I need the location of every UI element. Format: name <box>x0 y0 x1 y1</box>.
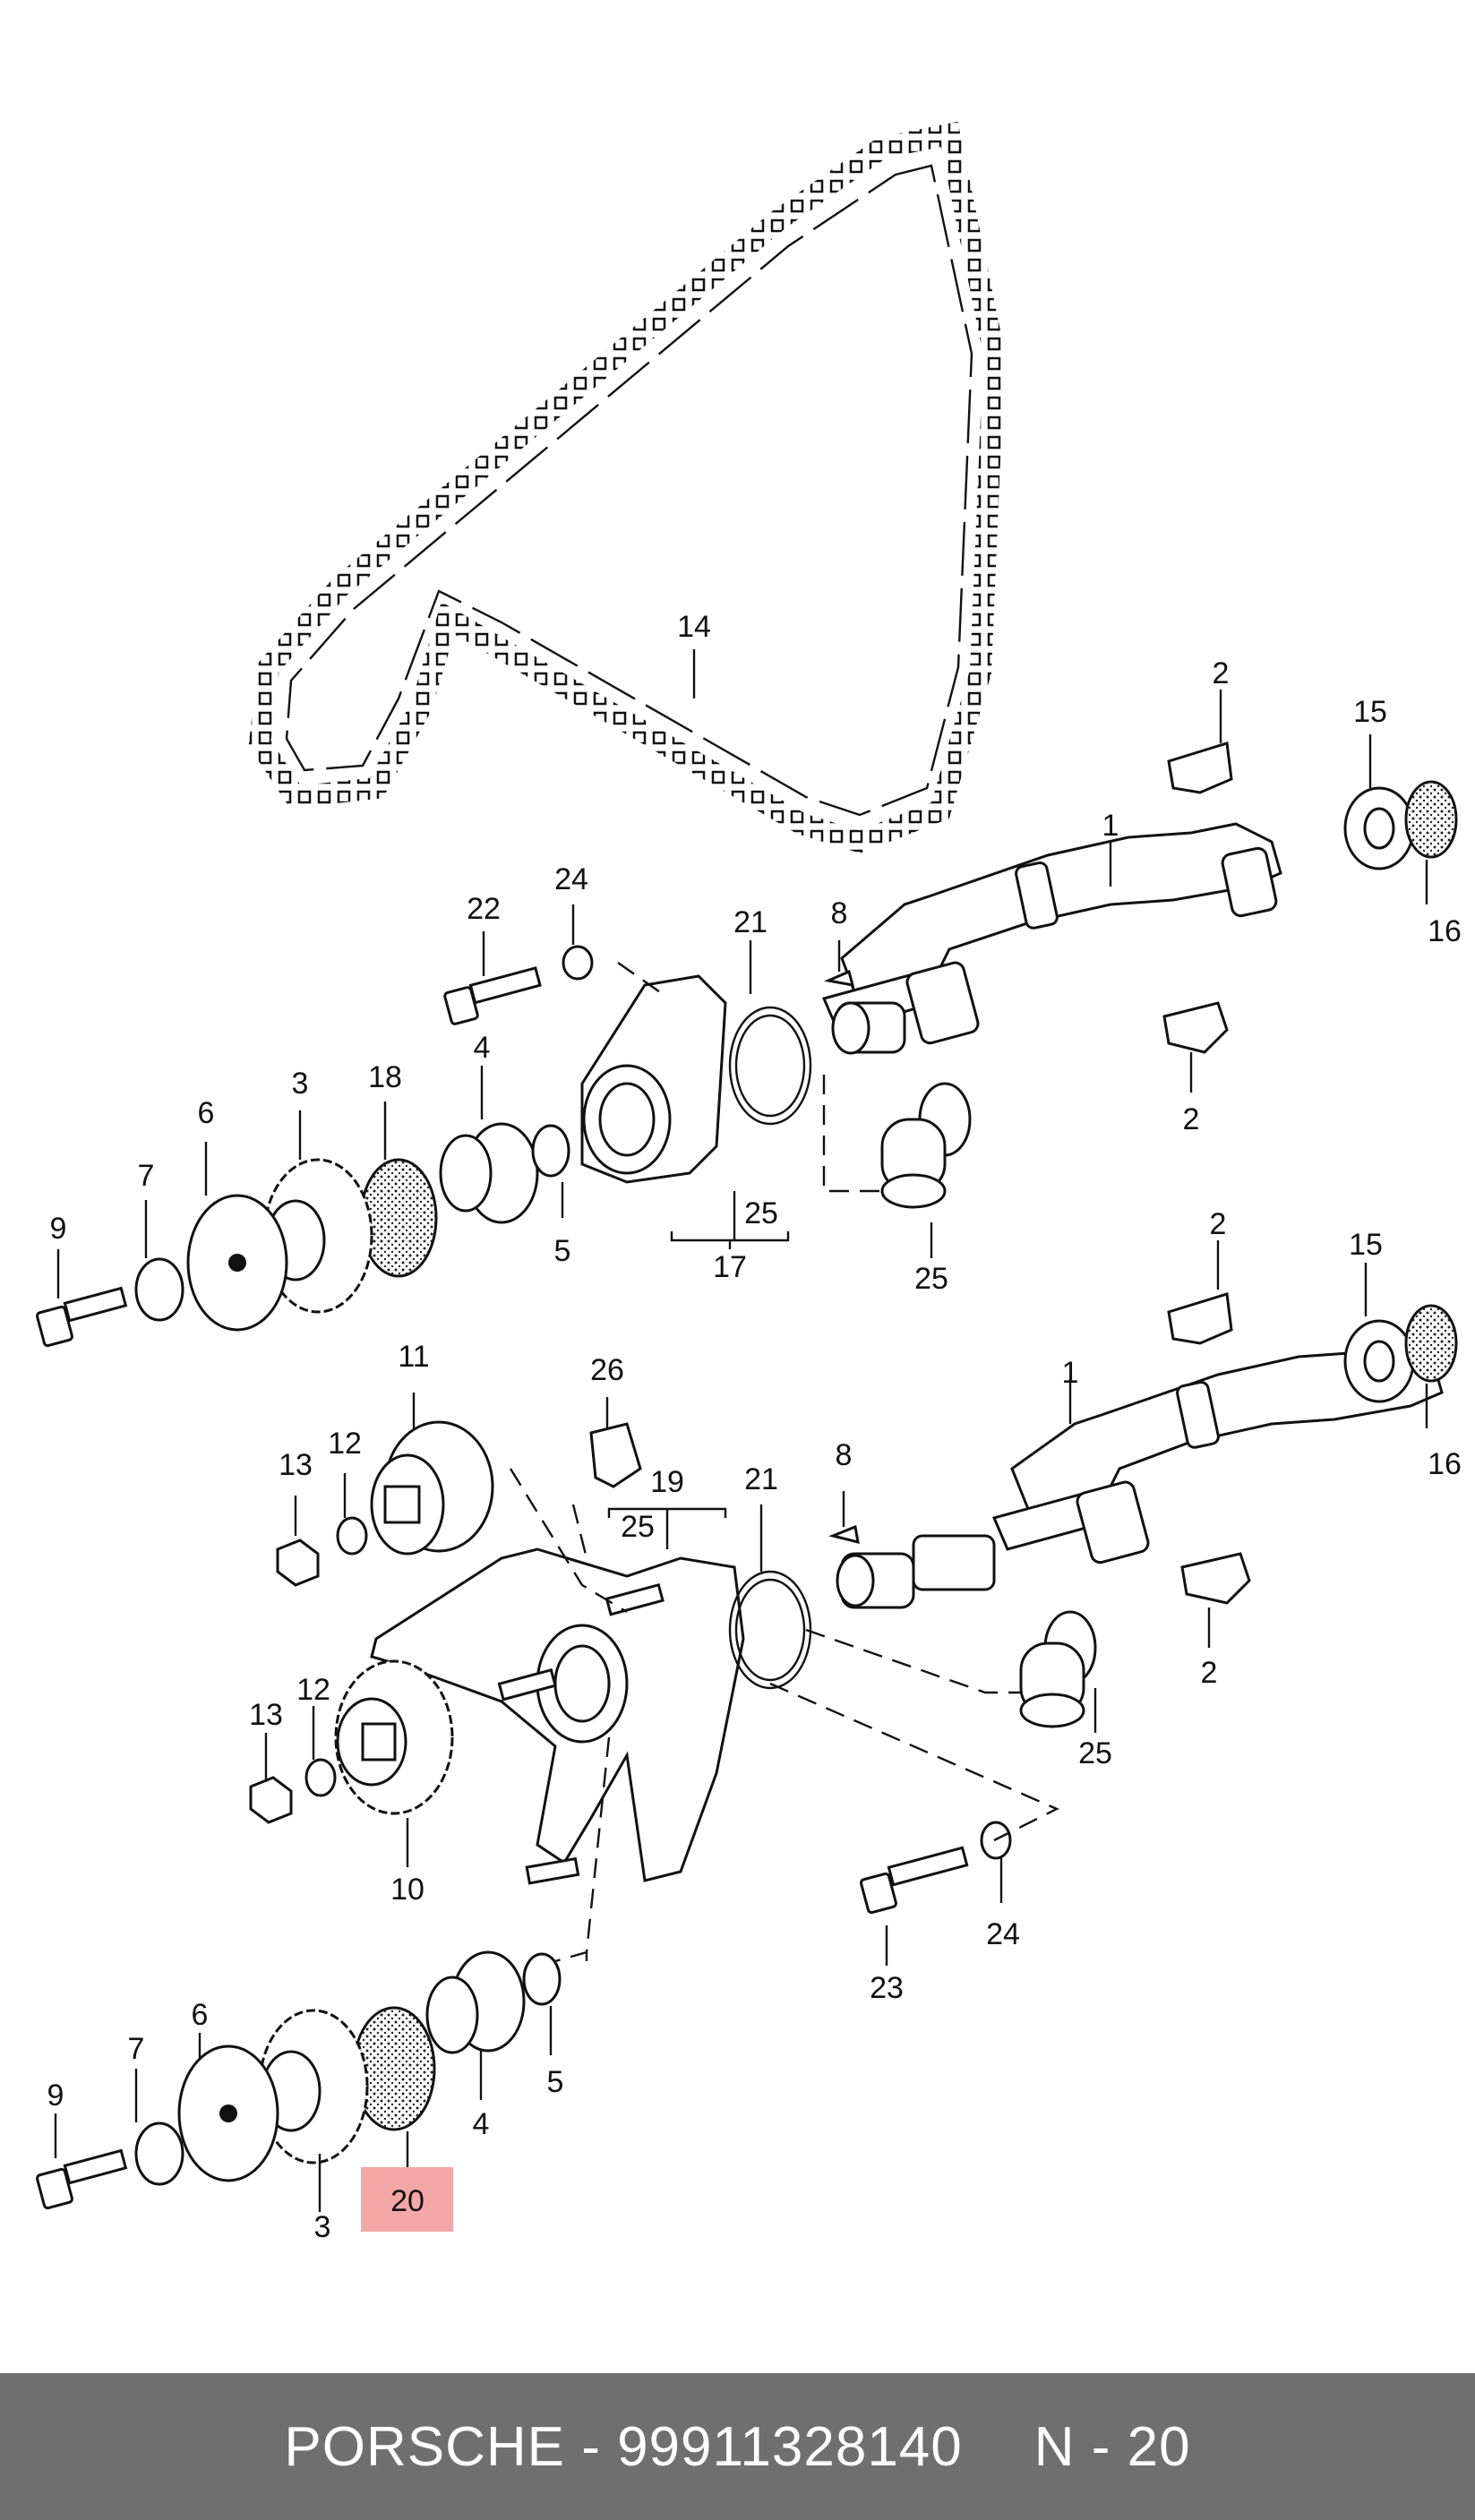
washer-24a <box>562 945 594 981</box>
nut-13a <box>276 1539 320 1587</box>
callout-25: 25 <box>1078 1736 1112 1770</box>
upper-camshaft <box>821 822 1282 1055</box>
callout-1: 1 <box>1102 809 1119 843</box>
tensioner-11 <box>370 1420 494 1556</box>
lower-camshaft <box>836 1341 1444 1609</box>
callout-9: 9 <box>50 1212 67 1246</box>
callout-25: 25 <box>914 1262 948 1296</box>
bolt-23 <box>860 1846 969 1915</box>
bearing-shell-2a <box>1167 741 1233 794</box>
callout-6: 6 <box>192 1998 209 2032</box>
bushing-4a <box>439 1122 539 1224</box>
callout-13: 13 <box>249 1698 283 1732</box>
washer-7a <box>134 1257 184 1322</box>
callout-18: 18 <box>368 1060 402 1094</box>
callout-8: 8 <box>836 1438 853 1472</box>
bushing-4b <box>425 1950 526 2054</box>
callout-4: 4 <box>474 1031 491 1065</box>
sleeve-25-lower <box>1019 1610 1097 1728</box>
seal-18 <box>359 1158 438 1278</box>
callout-7: 7 <box>128 2032 145 2066</box>
callout-19: 19 <box>650 1465 684 1499</box>
callout-2: 2 <box>1201 1656 1218 1690</box>
washer-12a <box>336 1516 368 1556</box>
bolt-9a <box>36 1286 128 1348</box>
callout-15: 15 <box>1353 695 1387 729</box>
callout-5: 5 <box>554 1234 571 1268</box>
callout-22: 22 <box>467 892 501 926</box>
callout-8: 8 <box>831 896 848 930</box>
callout-17: 17 <box>713 1250 747 1284</box>
highlight-box <box>361 2167 453 2232</box>
callout-11: 11 <box>398 1340 429 1374</box>
sprocket-10 <box>334 1659 454 1815</box>
bolt-22 <box>443 966 542 1025</box>
callout-9: 9 <box>47 2079 64 2113</box>
callout-12: 12 <box>328 1427 362 1461</box>
bushing-26 <box>589 1422 642 1488</box>
gasket-16b <box>1404 1304 1458 1383</box>
flange-6a <box>186 1194 288 1332</box>
footer-caption: PORSCHE - 99911328140 N - 20 <box>284 2415 1190 2479</box>
callout-20-highlighted: 20 <box>390 2184 424 2218</box>
callout-25: 25 <box>621 1510 655 1544</box>
callout-6: 6 <box>198 1096 215 1130</box>
footer-bar: PORSCHE - 99911328140 N - 20 <box>0 2373 1475 2520</box>
sprocket-3b <box>258 2009 369 2164</box>
callout-26: 26 <box>590 1353 624 1387</box>
seal-15b <box>1343 1319 1415 1403</box>
callout-16: 16 <box>1428 1447 1462 1481</box>
key-8b <box>828 1524 860 1545</box>
washer-12b <box>304 1758 337 1797</box>
o-ring-5b <box>522 1952 562 2006</box>
callout-23: 23 <box>870 1971 904 2005</box>
bearing-shell-2c <box>1167 1292 1233 1345</box>
o-ring-5a <box>531 1124 570 1178</box>
callout-13: 13 <box>279 1448 313 1482</box>
sleeve-25-upper <box>880 1082 972 1209</box>
bearing-shell-2d <box>1180 1552 1251 1605</box>
flange-6b <box>177 2044 279 2182</box>
footer-brand: PORSCHE <box>284 2415 565 2478</box>
callout-2: 2 <box>1213 656 1230 690</box>
callout-labels: 14 2 15 1 16 2 24 22 21 8 3 18 4 6 7 9 5… <box>47 610 1462 2244</box>
callout-1: 1 <box>1062 1356 1079 1390</box>
callout-16: 16 <box>1428 914 1462 948</box>
footer-part-number: 99911328140 <box>617 2415 963 2478</box>
nut-13b <box>249 1776 293 1824</box>
mounting-bracket <box>370 1547 812 1885</box>
callout-3: 3 <box>292 1067 309 1101</box>
callout-21: 21 <box>733 905 768 939</box>
callout-2: 2 <box>1210 1207 1227 1241</box>
washer-7b <box>134 2121 184 2186</box>
callout-3: 3 <box>314 2210 331 2244</box>
callout-24: 24 <box>554 862 588 896</box>
callout-25: 25 <box>744 1196 778 1230</box>
callout-24: 24 <box>986 1917 1020 1951</box>
callout-21: 21 <box>744 1462 778 1496</box>
seal-15a <box>1343 786 1415 870</box>
gasket-16a <box>1404 780 1458 859</box>
dashed-routing-lines <box>509 962 1059 1963</box>
callout-15: 15 <box>1349 1228 1383 1262</box>
footer-separator: - <box>564 2415 618 2478</box>
footer-ref: N - 20 <box>1033 2415 1191 2478</box>
callout-12: 12 <box>296 1673 330 1707</box>
callout-7: 7 <box>138 1159 155 1193</box>
callout-2: 2 <box>1183 1102 1200 1136</box>
key-8a <box>823 969 855 987</box>
camshaft-housing-upper <box>580 974 812 1184</box>
callout-10: 10 <box>390 1873 424 1907</box>
parts-diagram: 14 2 15 1 16 2 24 22 21 8 3 18 4 6 7 9 5… <box>36 121 1462 2244</box>
callout-5: 5 <box>547 2065 564 2099</box>
callout-14: 14 <box>677 610 711 644</box>
bearing-shell-2b <box>1162 1001 1229 1054</box>
callout-4: 4 <box>473 2107 490 2141</box>
bolt-9b <box>36 2148 128 2210</box>
leader-lines <box>54 649 1428 2212</box>
timing-belt <box>248 121 1006 853</box>
